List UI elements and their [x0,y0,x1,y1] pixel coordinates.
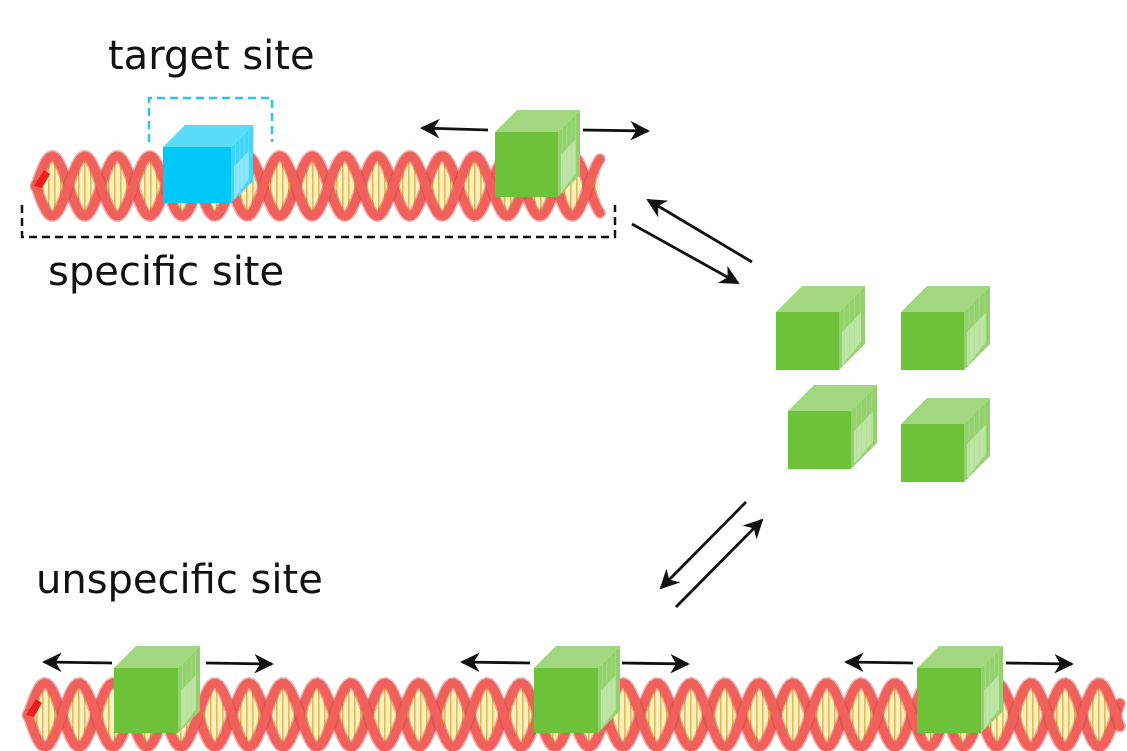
specific-site-bracket [20,205,617,239]
arrow-left-b2 [460,652,531,673]
arrow-bind-top [631,222,740,285]
unspecific-site-label: unspecific site [36,557,323,603]
arrow-right-top [582,120,650,141]
target-site-label: target site [108,33,315,79]
free-protein-cube-3 [788,385,877,469]
dna-strand-front [31,151,605,221]
protein-cube-sliding-bottom-3 [917,646,1003,733]
target-site-bracket [147,96,274,142]
arrow-right-b2 [621,653,690,674]
arrow-unbind-bottom [675,518,764,608]
arrow-left-b1 [42,652,113,673]
arrow-unbind-top [646,198,753,264]
protein-cube-sliding-bottom-1 [114,646,200,733]
arrow-right-b1 [205,653,274,674]
target-protein-cube [163,125,253,203]
arrow-left-top [420,118,489,139]
arrow-bind-bottom [659,501,747,590]
protein-cube-sliding-bottom-2 [534,646,620,733]
free-protein-cube-1 [776,286,865,370]
arrow-right-b3 [1005,653,1074,674]
arrow-left-b3 [844,652,914,673]
free-protein-cube-2 [901,286,990,370]
dna-end-cap [26,699,42,717]
equilibrium-arrows [631,198,764,608]
free-protein-cube-4 [901,398,990,482]
dna-end-cap [34,170,50,188]
protein-cube-sliding-top [495,110,580,197]
specific-site-label: specific site [48,249,285,295]
sliding-arrows [42,118,1074,674]
